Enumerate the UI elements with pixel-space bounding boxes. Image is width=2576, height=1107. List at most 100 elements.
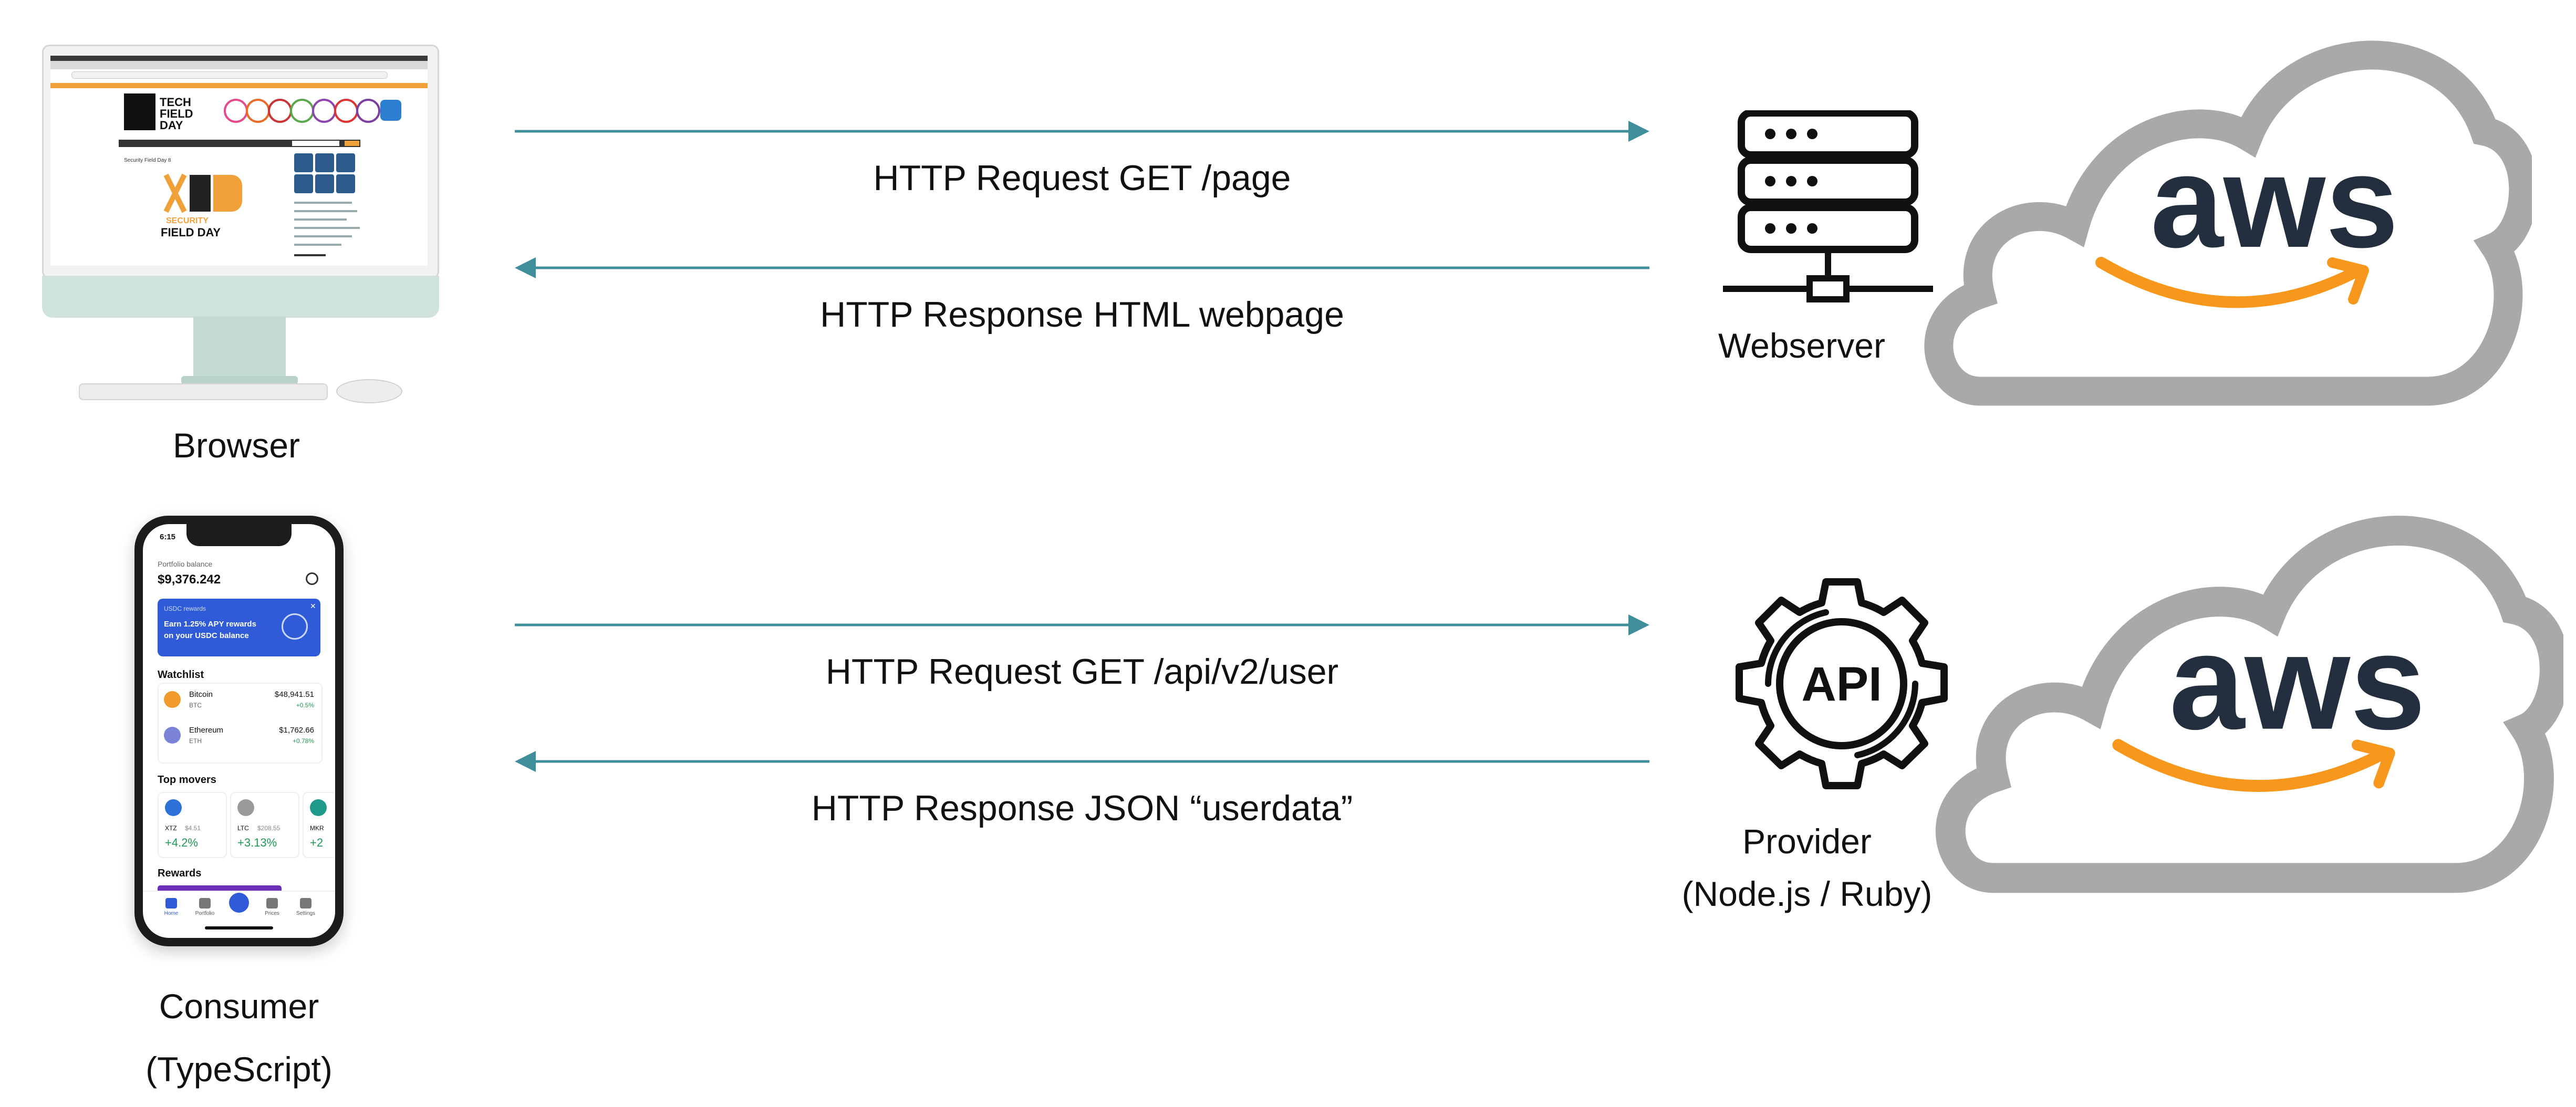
watchlist-coin-change: +0.78% (292, 737, 314, 745)
browser-menubar (50, 56, 428, 61)
event-circle-icon (312, 99, 336, 123)
rewards-title: Rewards (158, 868, 202, 879)
event-circle-icon (290, 99, 314, 123)
youtube-icon (336, 174, 355, 193)
coin-icon (310, 799, 327, 816)
web-response-arrow (515, 257, 1649, 278)
watchlist-coin-change: +0.5% (296, 702, 314, 709)
mover-change: +2 (310, 836, 324, 849)
usdc-coin-icon (282, 613, 308, 640)
site-banner (50, 83, 428, 88)
sidebar-line (294, 235, 352, 237)
rss-icon (294, 174, 313, 193)
tab-icon[interactable] (165, 898, 177, 908)
consumer-sublabel: (TypeScript) (146, 1050, 333, 1089)
watchlist-card (158, 683, 323, 764)
aws-smile-icon (2112, 739, 2385, 792)
mover-change: +3.13% (237, 836, 277, 849)
sidebar-line (294, 202, 352, 204)
tab-label[interactable]: Portfolio (195, 911, 215, 916)
rewards-card-label: USDC rewards (164, 605, 206, 612)
instagram-icon (315, 153, 334, 172)
aws-logo-text: aws (2169, 606, 2426, 758)
site-search (292, 141, 339, 146)
tabbar-divider (143, 891, 335, 892)
aws-cloud-top: aws (1924, 40, 2532, 406)
tfd-logo-icon (124, 93, 155, 130)
coin-icon (164, 727, 181, 744)
api-request-arrow (515, 614, 1649, 635)
web-response-label: HTTP Response HTML webpage (820, 295, 1344, 335)
home-indicator (205, 926, 273, 930)
browser-address-bar (71, 71, 388, 79)
rewards-card-text-2: on your USDC balance (164, 631, 249, 640)
top-movers-title: Top movers (158, 774, 216, 786)
aws-logo-text: aws (2151, 128, 2399, 275)
tab-label[interactable]: Prices (265, 911, 279, 916)
top-mover-card[interactable] (158, 792, 227, 858)
sidebar-line (294, 210, 357, 212)
imac-stand-foot (181, 376, 298, 384)
facebook-icon (294, 153, 313, 172)
twitter-icon (315, 174, 334, 193)
rewards-banner (158, 885, 282, 891)
api-gear-icon: API (1736, 578, 1948, 789)
close-icon[interactable]: ✕ (310, 602, 316, 610)
provider-label: Provider (1742, 822, 1872, 861)
phone-time: 6:15 (160, 532, 176, 541)
sidebar-line (294, 254, 326, 256)
top-mover-card[interactable] (303, 792, 334, 858)
consumer-label: Consumer (159, 987, 319, 1026)
watchlist-coin-name: Bitcoin (189, 690, 213, 699)
watchlist-coin-ticker: ETH (189, 737, 202, 745)
imac-stand (193, 317, 286, 380)
page-heading: Security Field Day 8 (124, 158, 171, 163)
event-circle-icon (224, 99, 248, 123)
api-icon-text: API (1801, 657, 1882, 711)
sidebar-line (294, 227, 360, 229)
event-circle-icon (356, 99, 380, 123)
logo-security-text: SECURITY (166, 216, 209, 225)
mover-ticker: MKR (310, 824, 324, 832)
tab-icon[interactable] (199, 898, 211, 908)
trade-button[interactable] (229, 893, 249, 913)
tab-label[interactable]: Settings (296, 911, 316, 916)
imac-screen: TECH FIELD DAY Security Field Day 8 SECU… (50, 56, 428, 266)
watchlist-coin-price: $1,762.66 (279, 726, 314, 735)
event-circle-icon (334, 99, 358, 123)
browser-label: Browser (172, 426, 300, 465)
watchlist-coin-price: $48,941.51 (274, 690, 314, 699)
coin-icon (164, 691, 181, 708)
watchlist-coin-ticker: BTC (189, 702, 202, 709)
webserver-label: Webserver (1718, 326, 1885, 365)
rewards-card-text-1: Earn 1.25% APY rewards (164, 620, 256, 629)
tab-icon[interactable] (300, 898, 311, 908)
provider-sublabel: (Node.js / Ruby) (1681, 874, 1933, 913)
event-square-icon (380, 100, 401, 121)
tab-icon[interactable] (266, 898, 278, 908)
site-search-button (345, 141, 359, 146)
imac-chin (42, 276, 439, 318)
api-response-arrow (515, 751, 1649, 772)
portfolio-balance: $9,376.242 (158, 572, 221, 587)
top-mover-card[interactable] (230, 792, 299, 858)
phone-notch (186, 523, 292, 546)
web-request-label: HTTP Request GET /page (873, 158, 1291, 198)
web-request-arrow (515, 121, 1649, 142)
mover-ticker: XTZ (165, 824, 177, 832)
browser-tabstrip (50, 61, 428, 69)
tab-label[interactable]: Home (164, 911, 179, 916)
webserver-icon (1723, 110, 1933, 302)
sidebar-line (294, 218, 347, 221)
bell-icon[interactable] (306, 572, 318, 585)
api-response-label: HTTP Response JSON “userdata” (811, 788, 1353, 828)
mover-change: +4.2% (165, 836, 198, 849)
keyboard (79, 383, 328, 400)
mover-price: $208.55 (257, 824, 281, 832)
aws-cloud-bottom: aws (1935, 516, 2563, 893)
api-request-label: HTTP Request GET /api/v2/user (825, 652, 1339, 692)
mover-ticker: LTC (237, 824, 249, 832)
tfd-logo-text: TECH FIELD DAY (160, 96, 193, 132)
aws-smile-icon (2095, 257, 2359, 308)
portfolio-label: Portfolio balance (158, 560, 213, 568)
